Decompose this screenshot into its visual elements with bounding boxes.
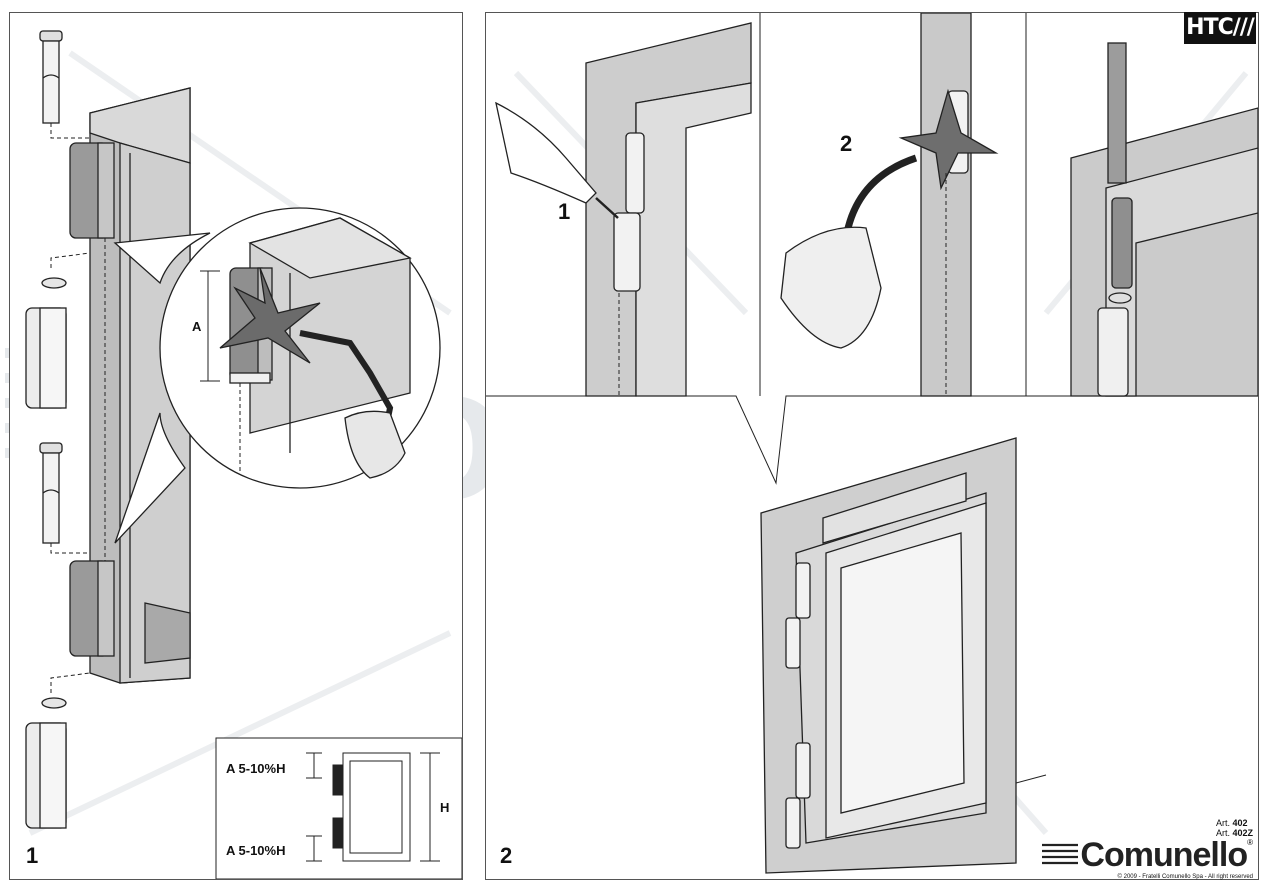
art-prefix-1: Art. [1215, 818, 1230, 828]
htc-badge: HTC/// [1184, 12, 1256, 44]
article-codes: Art. 402 Art. 402Z [1216, 818, 1253, 838]
art-code-402z: 402Z [1232, 828, 1253, 838]
brand-waves-icon [1042, 843, 1079, 865]
legend-top-label: A 5-10%H [226, 761, 286, 776]
substep-number-2: 2 [840, 131, 853, 156]
registered-mark: ® [1247, 838, 1253, 847]
art-prefix-2: Art. [1215, 828, 1230, 838]
copyright-text: © 2009 - Fratelli Comunello Spa - All ri… [1117, 874, 1253, 880]
brand-name: Comunello [1080, 836, 1248, 874]
brand-logo: Comunello ® [1040, 838, 1253, 872]
step-number-2: 2 [500, 843, 513, 868]
legend-height-label: H [440, 800, 450, 815]
panel-step-1: A A 5-10%H A 5-10%H H 1 [9, 12, 463, 880]
art-code-402: 402 [1232, 818, 1248, 828]
step-number-1: 1 [26, 843, 39, 868]
substep-number-1: 1 [558, 199, 571, 224]
panel-step-2: 1 2 2 [485, 12, 1259, 880]
hinge-assembly-illustration [25, 30, 462, 879]
dimension-label-a: A [192, 319, 202, 334]
legend-bottom-label: A 5-10%H [226, 843, 286, 858]
door-installation-illustration [486, 13, 1258, 874]
